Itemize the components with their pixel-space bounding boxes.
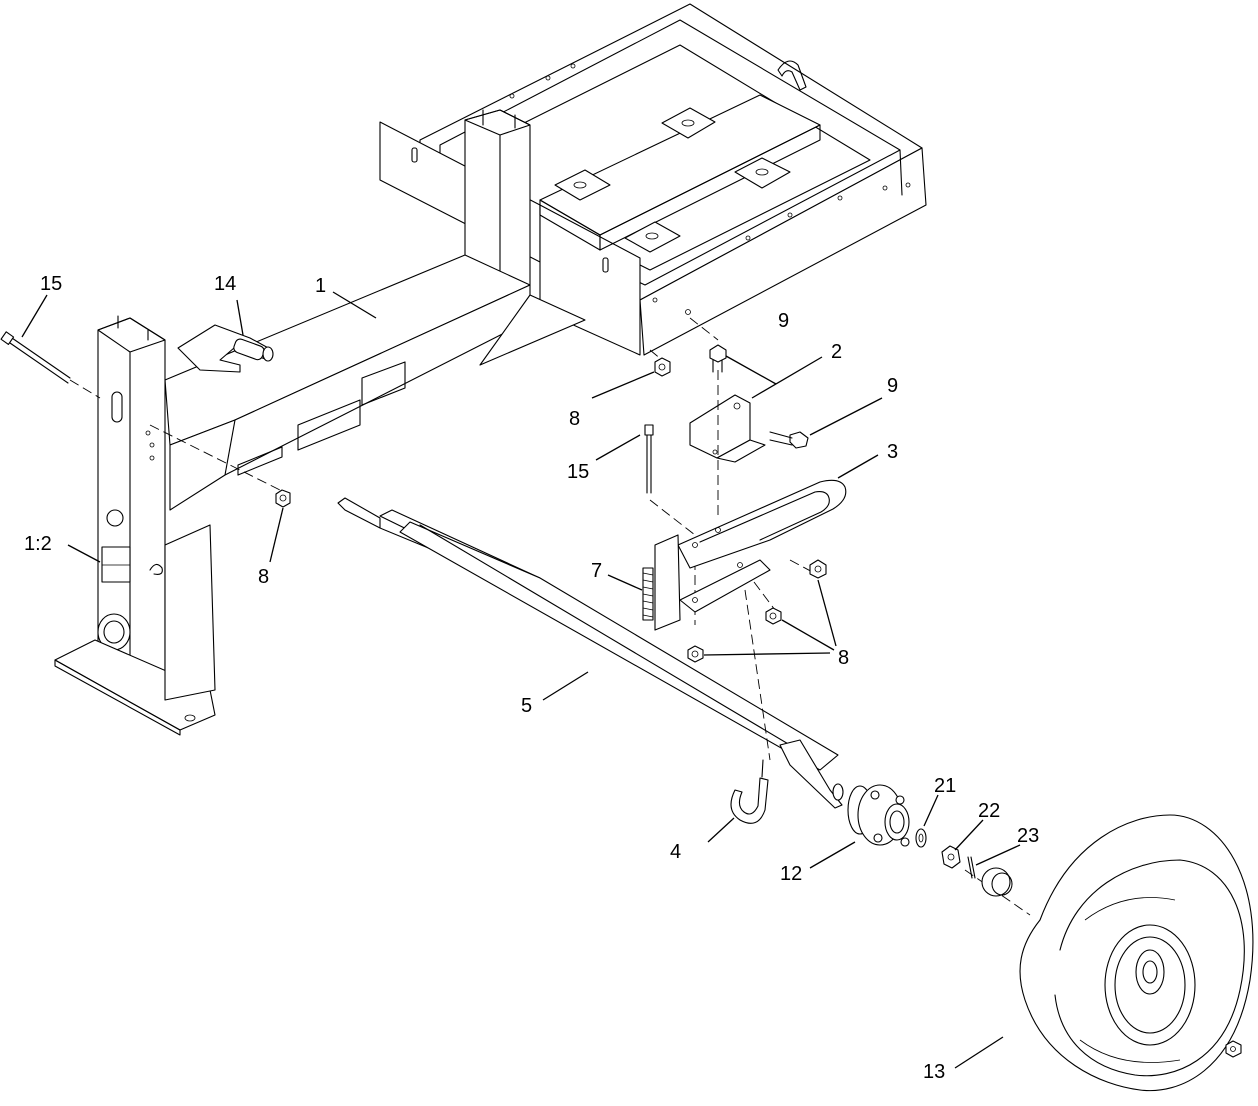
hub <box>847 784 910 847</box>
nut-8-right-b <box>765 607 782 625</box>
nut-8-right-a <box>809 559 827 579</box>
callout-15-middle: 15 <box>567 461 589 483</box>
callout-8-upper: 8 <box>569 408 580 430</box>
axle <box>337 497 844 809</box>
callout-12: 12 <box>780 863 802 885</box>
callout-3: 3 <box>887 441 898 463</box>
callout-15-left: 15 <box>40 273 62 295</box>
nut-left <box>275 489 291 508</box>
callout-1-2: 1:2 <box>24 533 52 555</box>
castle-nut <box>941 845 961 869</box>
tongue-tube <box>164 109 586 511</box>
bolt-9-top <box>709 344 727 373</box>
nut-8-right-c <box>687 645 704 663</box>
callout-8-left: 8 <box>258 566 269 588</box>
callout-7: 7 <box>591 560 602 582</box>
callout-21: 21 <box>934 775 956 797</box>
callout-14: 14 <box>214 273 236 295</box>
leader-lines <box>21 291 1021 1069</box>
callout-4: 4 <box>670 841 681 863</box>
callout-13: 13 <box>923 1061 945 1083</box>
bracket <box>689 394 766 463</box>
callout-23: 23 <box>1017 825 1039 847</box>
spring-hanger <box>654 479 847 631</box>
callout-9-right: 9 <box>887 375 898 397</box>
callout-8-right: 8 <box>838 647 849 669</box>
wheel <box>1019 814 1254 1092</box>
callout-1: 1 <box>315 275 326 297</box>
bolt-9-right <box>769 431 809 449</box>
lug-nut <box>1225 1040 1242 1058</box>
bolt-15-middle <box>644 424 654 494</box>
spring <box>642 567 654 621</box>
washer <box>915 828 927 848</box>
hitch-pin-left <box>0 331 71 384</box>
dust-cap <box>981 867 1013 897</box>
callout-labels: 1 1:2 2 3 4 5 7 8 8 8 9 9 12 13 14 15 15… <box>24 273 1039 1083</box>
jack-handle <box>177 324 274 373</box>
callout-5: 5 <box>521 695 532 717</box>
jack-post <box>54 315 216 736</box>
cotter-pin <box>967 856 976 879</box>
callout-2: 2 <box>831 341 842 363</box>
u-bolt <box>730 759 769 824</box>
callout-22: 22 <box>978 800 1000 822</box>
nut-8-upper <box>654 357 671 377</box>
callout-9-top: 9 <box>778 310 789 332</box>
